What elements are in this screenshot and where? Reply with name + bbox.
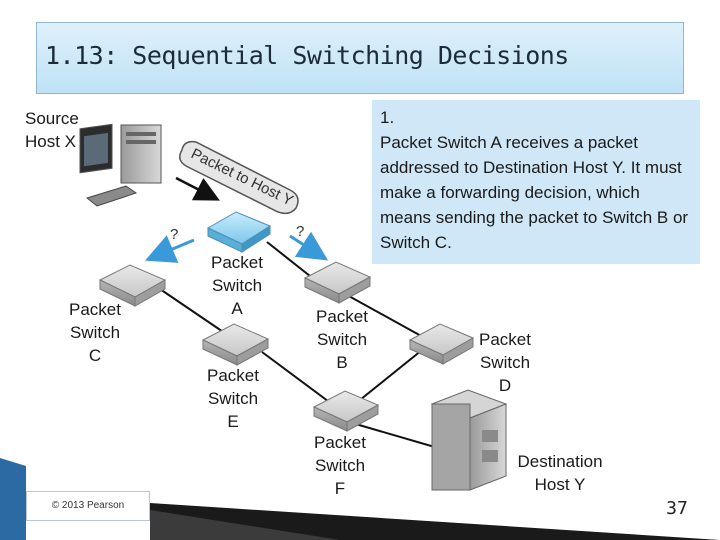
- switch-b-icon: [303, 261, 372, 304]
- copyright-notice: © 2013 Pearson: [26, 491, 150, 521]
- step-callout: 1. Packet Switch A receives a packet add…: [372, 100, 700, 264]
- link-f-y: [341, 419, 446, 451]
- question-mark-left: ?: [170, 226, 178, 243]
- callout-text: Packet Switch A receives a packet addres…: [380, 133, 689, 252]
- packet-arrow: [175, 176, 220, 201]
- switch-f-icon: [312, 390, 380, 432]
- link-a-b: [266, 241, 316, 281]
- switch-d-icon: [408, 323, 475, 365]
- page-number: 37: [666, 498, 688, 519]
- switch-c-icon: [98, 264, 167, 307]
- switch-c-label: Packet Switch C: [69, 300, 121, 365]
- question-mark-right: ?: [296, 223, 304, 240]
- switch-d-label: Packet Switch D: [479, 330, 531, 395]
- source-host-label: Source Host X: [25, 109, 79, 151]
- destination-server-icon: [430, 389, 508, 491]
- packet-banner: Packet to Host Y: [179, 140, 299, 215]
- connection-lines: [156, 241, 446, 451]
- switch-e-label: Packet Switch E: [207, 366, 259, 431]
- callout-step-number: 1.: [380, 108, 395, 127]
- slide-title: 1.13: Sequential Switching Decisions: [45, 41, 569, 70]
- packet-banner-text: Packet to Host Y: [188, 145, 296, 209]
- switch-f-label: Packet Switch F: [314, 433, 366, 498]
- switch-a-label: Packet Switch A: [211, 253, 263, 318]
- slide-title-box: 1.13: Sequential Switching Decisions: [36, 22, 684, 94]
- switch-b-label: Packet Switch B: [316, 307, 368, 372]
- source-host-computer-icon: [79, 123, 162, 207]
- decision-arrow-to-b: [289, 231, 329, 261]
- switch-a-icon: [206, 211, 272, 253]
- switch-e-icon: [201, 323, 270, 366]
- destination-host-label: Destination Host Y: [517, 452, 603, 494]
- decision-arrow-to-c: [144, 235, 195, 263]
- bottom-ribbon: [0, 458, 720, 540]
- link-b-d: [337, 289, 433, 343]
